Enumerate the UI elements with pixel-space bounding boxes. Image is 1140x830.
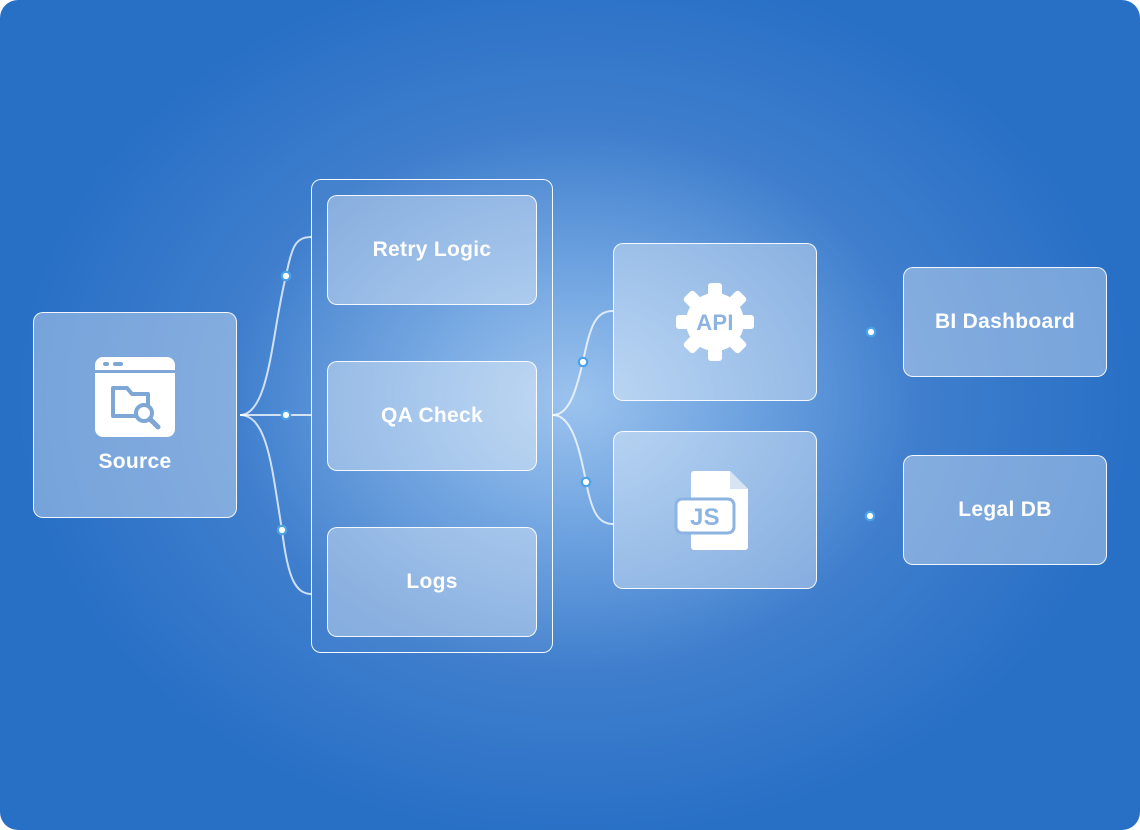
- destination-label: Legal DB: [958, 498, 1052, 521]
- api-service-node[interactable]: API: [613, 243, 817, 401]
- middleware-item-qa-check[interactable]: QA Check: [327, 361, 537, 471]
- connector-dot: [865, 326, 877, 338]
- js-service-node[interactable]: JS: [613, 431, 817, 589]
- middleware-item-retry-logic[interactable]: Retry Logic: [327, 195, 537, 305]
- middleware-item-label: QA Check: [381, 404, 483, 427]
- connector-mid-js: [552, 414, 614, 525]
- api-gear-icon: API: [674, 281, 756, 363]
- browser-folder-search-icon: [94, 356, 176, 438]
- js-icon-text: JS: [690, 504, 720, 531]
- middleware-item-label: Retry Logic: [372, 238, 492, 261]
- connector-dot: [580, 476, 592, 488]
- connector-dot: [864, 510, 876, 522]
- connector-dot: [280, 409, 292, 421]
- api-icon-text: API: [696, 310, 734, 335]
- middleware-group: [311, 179, 553, 653]
- middleware-item-logs[interactable]: Logs: [327, 527, 537, 637]
- destination-label: BI Dashboard: [934, 310, 1076, 333]
- destination-legal-db[interactable]: Legal DB: [903, 455, 1107, 565]
- connector-source-retry: [239, 236, 313, 416]
- middleware-item-label: Logs: [406, 570, 458, 593]
- connector-source-logs: [239, 414, 313, 595]
- destination-bi-dashboard[interactable]: BI Dashboard: [903, 267, 1107, 377]
- connector-dot: [276, 524, 288, 536]
- source-label: Source: [98, 450, 172, 473]
- source-node[interactable]: Source: [33, 312, 237, 518]
- js-file-icon: JS: [674, 469, 756, 551]
- connector-dot: [280, 270, 292, 282]
- connector-dot: [577, 356, 589, 368]
